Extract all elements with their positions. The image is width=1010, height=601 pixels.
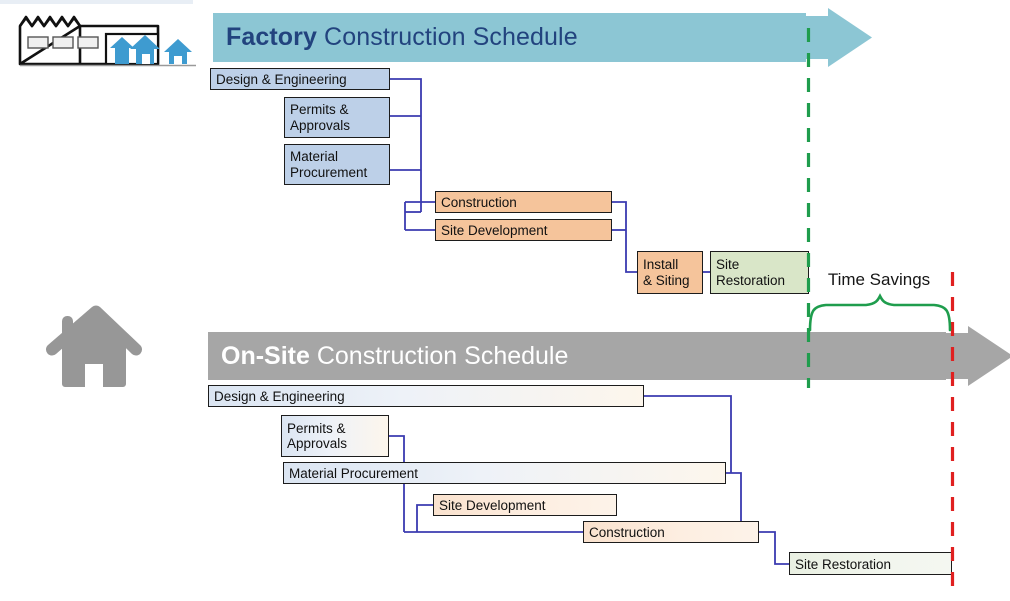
onsite-band-title: On-Site Construction Schedule bbox=[221, 342, 568, 371]
factory-band-title-light: Construction Schedule bbox=[317, 23, 578, 51]
factory-band-title: Factory Construction Schedule bbox=[226, 23, 578, 52]
factory-icon bbox=[18, 15, 196, 67]
task-onsite-material-procurement[interactable]: Material Procurement bbox=[283, 462, 726, 484]
house-icon bbox=[45, 305, 143, 387]
factory-schedule-header: Factory Construction Schedule bbox=[213, 8, 872, 67]
top-strip-decoration bbox=[0, 0, 193, 4]
task-factory-site-development[interactable]: Site Development bbox=[435, 219, 612, 241]
factory-band-arrowhead bbox=[798, 8, 872, 67]
task-onsite-design-engineering[interactable]: Design & Engineering bbox=[208, 385, 644, 407]
task-onsite-permits-approvals[interactable]: Permits & Approvals bbox=[281, 415, 389, 457]
task-factory-construction[interactable]: Construction bbox=[435, 191, 612, 213]
onsite-band-bar bbox=[208, 332, 946, 380]
task-onsite-construction[interactable]: Construction bbox=[583, 521, 759, 543]
task-factory-install-siting[interactable]: Install & Siting bbox=[637, 251, 703, 294]
task-factory-site-restoration[interactable]: Site Restoration bbox=[710, 251, 809, 294]
task-factory-material-procurement[interactable]: Material Procurement bbox=[284, 144, 390, 185]
time-savings-label: Time Savings bbox=[827, 270, 931, 289]
factory-band-bar bbox=[213, 13, 806, 62]
task-factory-permits-approvals[interactable]: Permits & Approvals bbox=[284, 97, 390, 138]
task-onsite-site-development[interactable]: Site Development bbox=[433, 494, 617, 516]
onsite-schedule-header: On-Site Construction Schedule bbox=[208, 326, 1010, 386]
onsite-band-title-strong: On-Site bbox=[221, 341, 310, 370]
task-onsite-site-restoration[interactable]: Site Restoration bbox=[789, 552, 952, 575]
task-factory-design-engineering[interactable]: Design & Engineering bbox=[210, 68, 390, 90]
onsite-band-title-light: Construction Schedule bbox=[309, 341, 569, 370]
factory-band-title-strong: Factory bbox=[226, 23, 318, 51]
onsite-band-arrowhead bbox=[938, 326, 1010, 386]
